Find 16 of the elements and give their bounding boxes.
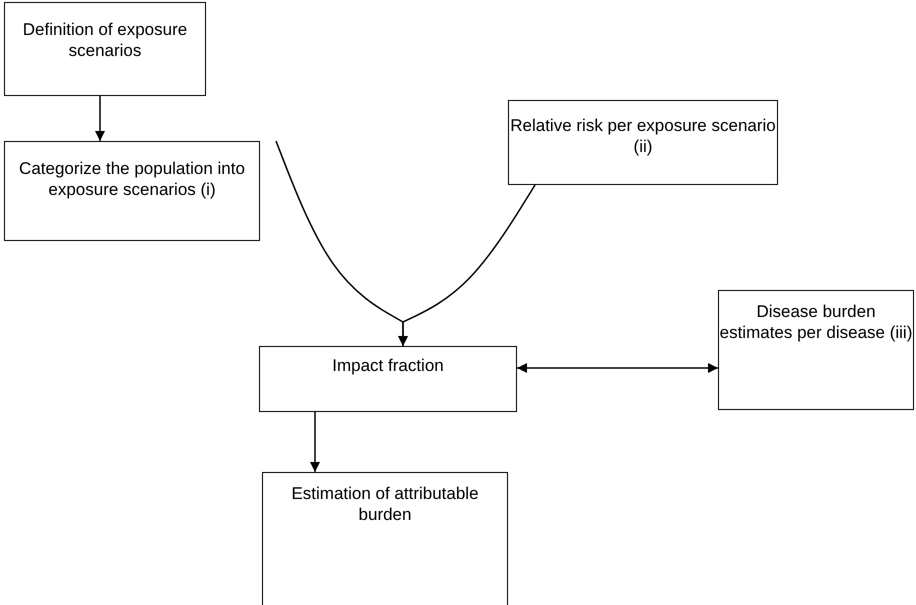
box-label: Impact fraction	[332, 355, 444, 377]
process-box	[262, 472, 508, 605]
process-box	[508, 100, 778, 185]
arrow	[310, 412, 320, 472]
process-box	[259, 346, 517, 412]
box-label: Relative risk per exposure scenario (ii)	[509, 115, 777, 158]
box-label: Definition of exposure scenarios	[22, 19, 188, 62]
arrow	[95, 96, 105, 141]
box-label: Disease burden estimates per disease (iii)	[719, 301, 913, 344]
box-label: Categorize the population into exposure scenarios (i)	[18, 158, 246, 201]
process-box	[718, 290, 914, 410]
arrow	[398, 184, 536, 346]
process-box	[4, 2, 206, 96]
arrow	[517, 363, 718, 373]
box-label: Estimation of attributable burden	[290, 483, 480, 526]
process-box	[4, 141, 260, 241]
